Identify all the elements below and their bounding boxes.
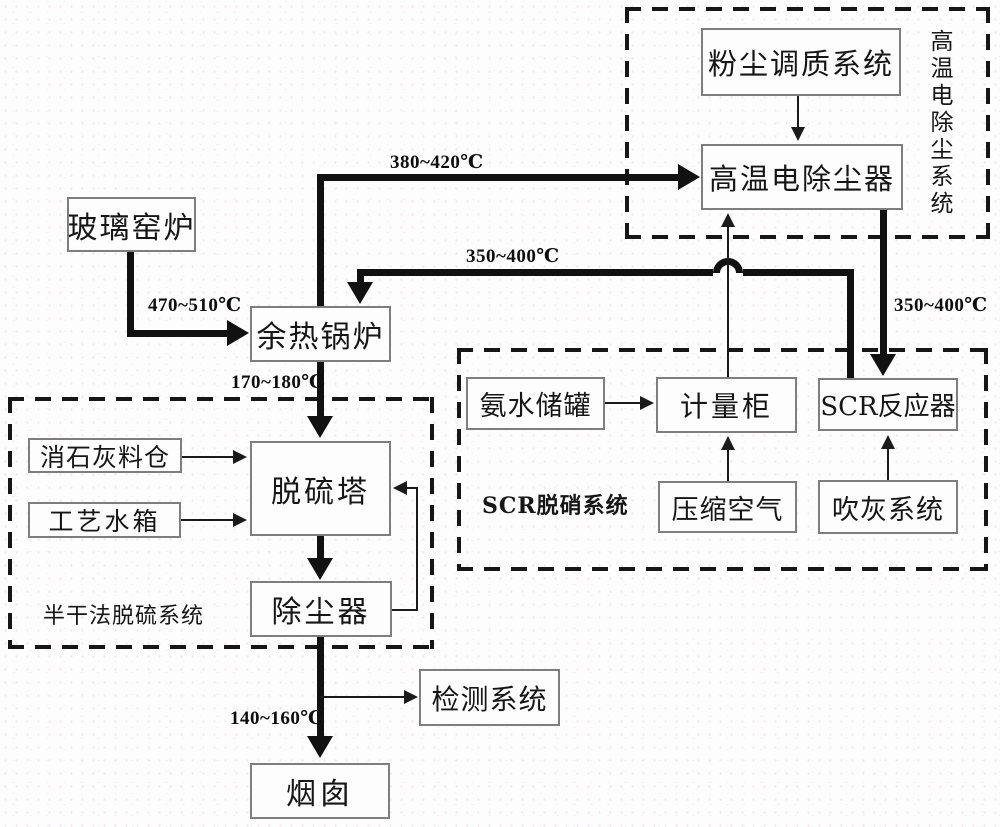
hot-esp-system-border-bottom [625, 235, 990, 239]
line-sootblower-to-scr [887, 449, 889, 480]
arrowhead-into-scr [870, 354, 896, 376]
process-water-tank-label: 工艺水箱 [48, 507, 161, 536]
arrowhead-into-detection [404, 690, 418, 704]
flow-scr-return-left-segment [356, 268, 713, 276]
compressed-air-box: 压缩空气 [658, 481, 797, 533]
hot-esp-system-label: 高温电除尘系统 [926, 29, 952, 218]
temp-furnace-to-boiler: 470~510℃ [148, 295, 242, 316]
arrowhead-metering-to-esp [721, 213, 735, 227]
line-air-to-metering [727, 450, 729, 481]
arrowhead-recirc-into-tower [393, 481, 407, 495]
temp-scr-to-boiler: 350~400℃ [466, 246, 560, 267]
fgd-system-label: 半干法脱硫系统 [43, 604, 205, 629]
scr-reactor-label: SCR反应器 [820, 392, 956, 422]
line-water-to-tower [181, 519, 234, 521]
flow-scr-up-segment [846, 268, 854, 379]
arrowhead-lime-to-tower [233, 450, 247, 464]
soot-blower-label: 吹灰系统 [832, 494, 944, 526]
dust-conditioning-label: 粉尘调质系统 [707, 47, 894, 81]
waste-heat-boiler-label: 余热锅炉 [256, 320, 385, 355]
arrowhead-into-esp [678, 164, 700, 190]
scr-system-label: SCR脱硝系统 [482, 493, 629, 519]
fgd-system-border-right [430, 397, 434, 649]
line-recirc-top [407, 487, 418, 489]
scr-system-border-right [984, 348, 988, 571]
scr-system-border-top [457, 348, 988, 352]
flow-collector-to-chimney-segment [316, 637, 324, 737]
arrowhead-water-to-tower [233, 513, 247, 527]
detection-system-label: 检测系统 [431, 682, 548, 716]
temp-boiler-to-tower: 170~180℃ [231, 372, 325, 393]
ammonia-tank-label: 氨水储罐 [479, 391, 592, 422]
line-to-detection [320, 696, 405, 698]
metering-cabinet-box: 计量柜 [656, 377, 797, 433]
flow-tower-to-collector-segment [316, 536, 324, 559]
flow-esp-to-scr-segment [879, 210, 887, 355]
desulfurization-tower-box: 脱硫塔 [250, 441, 391, 536]
line-dustcond-to-esp [797, 96, 799, 128]
arrowhead-return-into-boiler [347, 282, 373, 304]
glass-furnace-label: 玻璃窑炉 [67, 210, 196, 246]
soot-blower-box: 吹灰系统 [818, 480, 958, 534]
chimney-label: 烟囱 [286, 777, 354, 812]
lime-silo-label: 消石灰料仓 [39, 442, 170, 472]
temp-to-chimney: 140~160℃ [230, 708, 324, 729]
line-recirc-vertical [416, 488, 418, 611]
arrowhead-into-collector [307, 558, 333, 580]
flow-boiler-up-segment [316, 173, 324, 307]
flow-furnace-down-segment [126, 252, 134, 337]
flow-boiler-to-esp-segment [316, 173, 681, 181]
hot-esp-label: 高温电除尘器 [708, 162, 895, 196]
hot-esp-system-border-right [986, 7, 990, 239]
flow-boiler-to-tower-segment [316, 362, 324, 416]
flow-return-down-segment [356, 268, 364, 285]
dust-collector-box: 除尘器 [250, 581, 392, 637]
line-ammonia-to-metering [605, 402, 641, 404]
arrowhead-into-tower [307, 416, 333, 438]
scr-system-border-left [457, 348, 461, 571]
process-water-tank-box: 工艺水箱 [28, 502, 181, 538]
ammonia-tank-box: 氨水储罐 [466, 377, 605, 430]
glass-furnace-box: 玻璃窑炉 [67, 197, 196, 252]
compressed-air-label: 压缩空气 [671, 494, 784, 526]
chimney-box: 烟囱 [250, 763, 390, 819]
temp-esp-to-scr: 350~400℃ [894, 295, 988, 316]
line-metering-to-esp [727, 227, 729, 377]
fgd-system-border-left [8, 397, 12, 649]
arrowhead-sootblower-to-scr [881, 435, 895, 449]
lime-silo-box: 消石灰料仓 [28, 438, 182, 473]
temp-boiler-to-esp: 380~420℃ [390, 152, 484, 173]
dust-collector-label: 除尘器 [271, 595, 371, 630]
waste-heat-boiler-box: 余热锅炉 [250, 306, 391, 362]
scr-reactor-box: SCR反应器 [818, 378, 958, 431]
flow-scr-return-right-segment [743, 268, 847, 276]
arrowhead-dustcond-to-esp [791, 127, 805, 141]
detection-system-box: 检测系统 [419, 669, 560, 726]
hot-esp-box: 高温电除尘器 [701, 144, 903, 210]
hot-esp-system-border-left [625, 7, 629, 239]
arrowhead-into-chimney [307, 736, 333, 758]
hot-esp-system-border-top [625, 7, 990, 11]
arrowhead-air-to-metering [721, 436, 735, 450]
fgd-system-border-bottom [8, 645, 434, 649]
line-lime-to-tower [182, 456, 234, 458]
arrowhead-into-boiler [227, 320, 249, 346]
flow-furnace-right-segment [126, 329, 228, 337]
scr-system-border-bottom [457, 567, 988, 571]
dust-conditioning-box: 粉尘调质系统 [701, 28, 901, 96]
fgd-system-border-top [8, 397, 434, 401]
desulfurization-tower-label: 脱硫塔 [271, 474, 370, 510]
line-recirc-bottom [392, 609, 418, 611]
metering-cabinet-label: 计量柜 [679, 390, 773, 423]
arrowhead-ammonia-to-metering [640, 396, 654, 410]
